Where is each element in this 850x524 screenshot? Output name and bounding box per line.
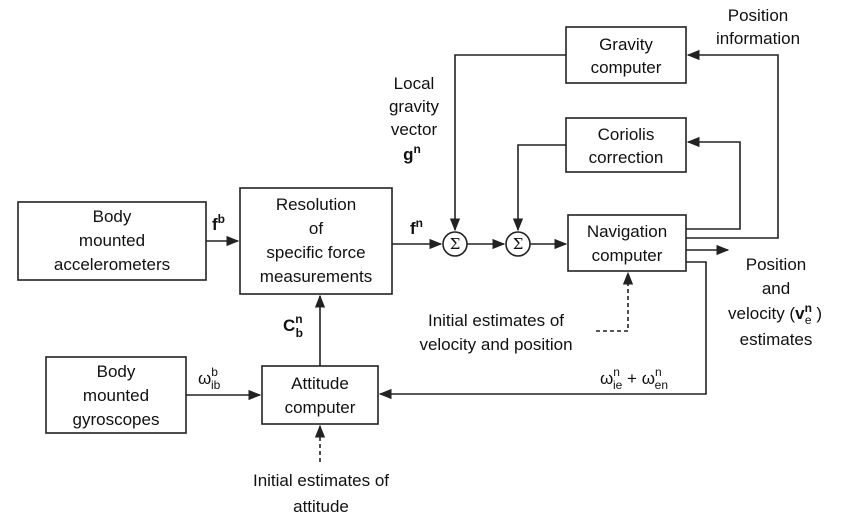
position-info-line-1: Position [728,6,788,25]
local-gravity-line-1: Local [394,74,435,93]
gyroscopes-block: Body mounted gyroscopes [45,356,187,434]
navigation-label-2: computer [592,246,663,265]
pos-vel-line-4: estimates [740,330,813,349]
resolution-block: Resolution of specific force measurement… [239,187,393,295]
pos-vel-line-2: and [762,279,790,298]
resolution-label-4: measurements [260,267,372,286]
gravity-label-1: Gravity [599,35,653,54]
gravity-label-2: computer [591,58,662,77]
coriolis-to-sum-arrow [512,144,566,232]
init-att-line-2: attitude [293,497,349,516]
navigation-block: Navigation computer [567,214,687,272]
navigation-to-gravity-arrow [686,49,779,239]
initial-attitude-label: Initial estimates of attitude [253,471,389,516]
fn-label: fn [410,216,423,238]
local-gravity-line-3: vector [391,120,438,139]
pos-vel-line-1: Position [746,255,806,274]
init-vel-pos-dashed-arrow [596,271,634,332]
position-info-line-2: information [716,29,800,48]
init-vel-pos-line-2: velocity and position [419,335,572,354]
local-gravity-label: Local gravity vector gn [389,74,440,164]
accelerometers-label-2: mounted [79,231,145,250]
coriolis-block: Coriolis correction [565,117,687,173]
accelerometers-label-1: Body [93,207,132,226]
init-vel-pos-line-1: Initial estimates of [428,311,564,330]
gravity-block: Gravity computer [565,26,687,84]
navigation-label-1: Navigation [587,222,667,241]
resolution-label-2: of [309,219,323,238]
resolution-label-3: specific force [266,243,365,262]
init-att-line-1: Initial estimates of [253,471,389,490]
attitude-block: Attitude computer [261,365,379,425]
coriolis-label-1: Coriolis [598,125,655,144]
gn-label: gn [403,142,421,164]
gravity-sum-junction: Σ [442,231,468,257]
accelerometers-block: Body mounted accelerometers [17,201,207,281]
resolution-label-1: Resolution [276,195,356,214]
navigation-to-coriolis-arrow [686,136,741,230]
initial-velocity-position-label: Initial estimates of velocity and positi… [419,311,572,354]
attitude-label-1: Attitude [291,374,349,393]
fb-label: fb [212,212,225,234]
gravity-to-sum-arrow [449,54,566,232]
gyroscopes-label-1: Body [97,362,136,381]
gyroscopes-label-2: mounted [83,386,149,405]
navigation-to-attitude-arrow [378,261,707,400]
sum-symbol-2: Σ [513,235,524,253]
coriolis-label-2: correction [589,148,664,167]
gyroscopes-label-3: gyroscopes [73,410,160,429]
position-information-label: Position information [716,6,800,48]
attitude-label-2: computer [285,398,356,417]
coriolis-sum-junction: Σ [505,231,531,257]
local-gravity-line-2: gravity [389,97,440,116]
accelerometers-label-3: accelerometers [54,255,170,274]
sum-symbol-1: Σ [450,235,461,253]
